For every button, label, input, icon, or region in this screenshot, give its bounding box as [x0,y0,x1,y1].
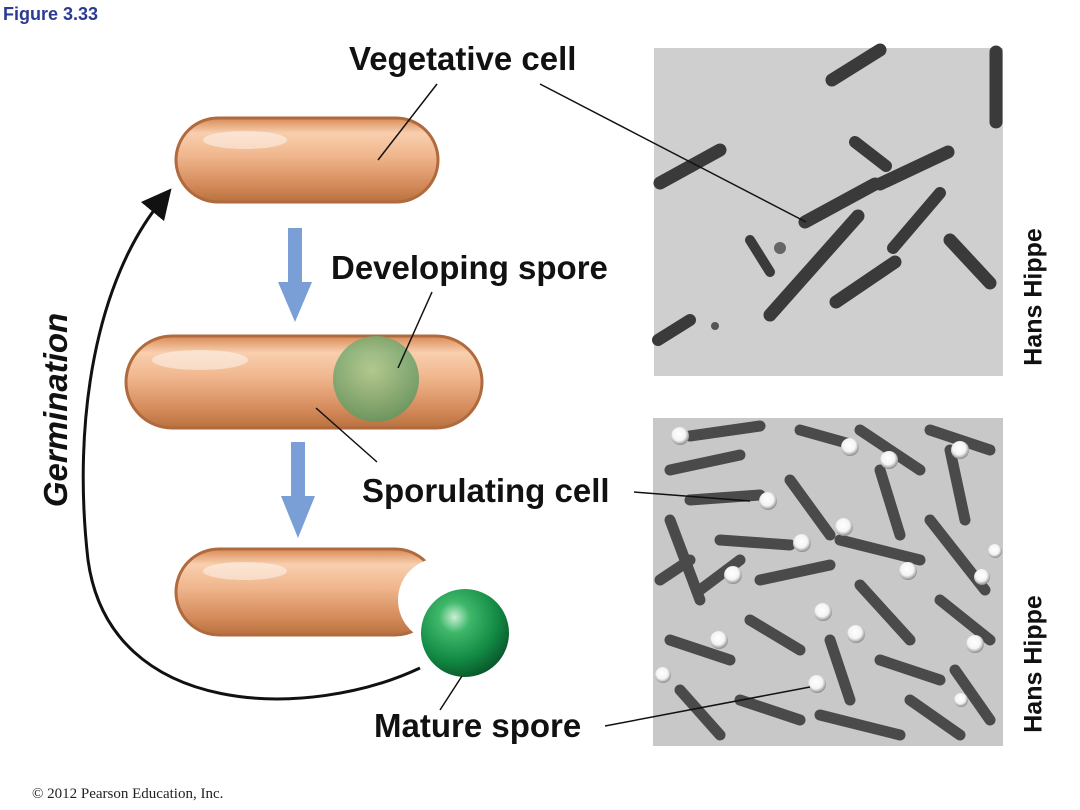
copyright-notice: © 2012 Pearson Education, Inc. [32,786,224,802]
label-mature-spore: Mature spore [374,707,582,744]
stage-arrow-2 [281,442,315,538]
label-developing-spore: Developing spore [331,249,608,286]
micrograph-credit-vegetative: Hans Hippe [1019,228,1048,366]
leader-sporulating-cell [315,407,378,463]
vegetative-cell-illustration [174,116,440,204]
label-vegetative-cell: Vegetative cell [349,40,577,77]
leader-developing-spore [397,291,433,369]
label-germination: Germination [37,312,74,508]
leader-sporulating-micrograph [633,491,751,502]
stage-arrow-1 [278,228,312,322]
leader-mature-spore [439,675,463,711]
leader-lines [315,83,811,727]
micrograph-credit-sporulating: Hans Hippe [1019,595,1048,733]
sporulating-cell-illustration [124,334,484,430]
leader-mature-micrograph [604,686,811,727]
leader-vegetative-micrograph [539,83,807,223]
developing-spore-illustration [333,336,419,422]
micrograph-sporulating [653,418,1003,746]
leader-vegetative-cell [377,83,438,161]
mature-spore-illustration [421,589,509,677]
micrograph-vegetative [652,43,1003,376]
mother-cell-illustration [174,547,440,637]
figure-label: Figure 3.33 [3,4,99,24]
germination-arrow [81,188,421,701]
label-sporulating-cell: Sporulating cell [362,472,610,509]
